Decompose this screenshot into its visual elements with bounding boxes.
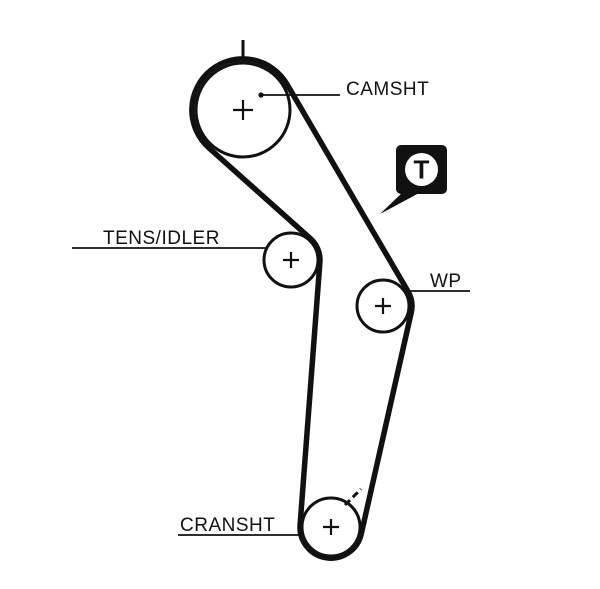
tensioner-label: TENS/IDLER bbox=[103, 228, 220, 249]
tensioner-center-cross bbox=[283, 252, 299, 268]
timing-badge-letter: T bbox=[414, 155, 430, 185]
crankshaft-label: CRANSHT bbox=[180, 515, 275, 536]
camshaft-center-cross bbox=[233, 100, 253, 120]
crankshaft-center-cross bbox=[323, 519, 339, 535]
timing-belt-path bbox=[189, 56, 415, 561]
water-pump-label: WP bbox=[430, 271, 462, 292]
timing-badge-tail bbox=[380, 191, 421, 214]
timing-badge: T bbox=[380, 145, 447, 214]
water-pump-center-cross bbox=[375, 298, 391, 314]
timing-badge-circle bbox=[405, 153, 438, 186]
camshaft-label: CAMSHT bbox=[346, 79, 429, 100]
crankshaft-timing-mark-icon bbox=[343, 487, 363, 507]
